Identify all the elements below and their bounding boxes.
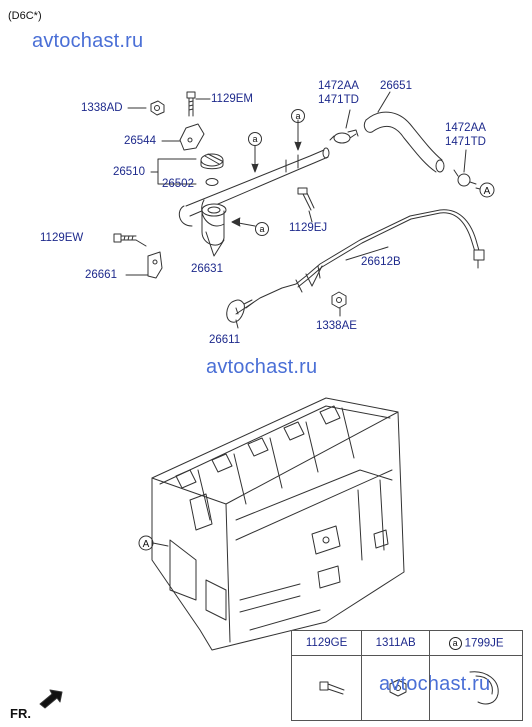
parts-table-cell xyxy=(290,655,363,721)
dipstick-handle xyxy=(226,299,255,323)
callout-1338ad: 1338AD xyxy=(81,102,123,114)
parts-table-header: 1129GE xyxy=(290,630,363,656)
ref-letter: a xyxy=(295,111,300,121)
callout-26544: 26544 xyxy=(124,135,156,147)
dipstick-tube xyxy=(178,147,330,227)
oil-filler-cap xyxy=(200,153,224,170)
engine-block xyxy=(151,397,405,651)
callout-26611: 26611 xyxy=(209,334,241,346)
bolt-1129em xyxy=(186,91,196,117)
ref-circle-a xyxy=(255,222,269,236)
bolt-1129ew xyxy=(113,233,137,243)
callout-1129ew: 1129EW xyxy=(40,232,84,244)
ref-circle-a xyxy=(248,132,262,146)
callout-26502: 26502 xyxy=(162,178,194,190)
hose-clamp-lower xyxy=(453,169,477,187)
bracket-26661 xyxy=(147,251,163,279)
parts-table-header-label: 1799JE xyxy=(464,637,504,650)
ref-circle-a xyxy=(291,109,305,123)
ref-letter: A xyxy=(143,539,150,550)
callout-1471td: 1471TD xyxy=(445,136,486,148)
parts-table-cell xyxy=(429,655,523,721)
ref-letter: a xyxy=(252,134,257,144)
ref-letter: A xyxy=(484,186,491,197)
watermark: avtochast.ru xyxy=(206,356,318,378)
dipstick xyxy=(235,209,485,315)
o-ring xyxy=(205,178,219,186)
direction-arrow xyxy=(231,119,302,227)
parts-table-cell xyxy=(361,655,431,721)
callout-1472aa: 1472AA xyxy=(445,122,486,134)
breather-cap xyxy=(201,203,227,257)
parts-table-header: 1311AB xyxy=(361,630,431,656)
callout-1472aa: 1472AA xyxy=(318,80,359,92)
callout-26651: 26651 xyxy=(380,80,412,92)
callout-1338ae: 1338AE xyxy=(316,320,357,332)
callout-26661: 26661 xyxy=(85,269,117,281)
callout-26631: 26631 xyxy=(191,263,223,275)
front-label: FR. xyxy=(10,706,31,721)
ref-letter: a xyxy=(259,224,264,234)
model-code: (D6C*) xyxy=(8,10,42,22)
callout-1129ej: 1129EJ xyxy=(289,222,328,234)
ref-circle-A xyxy=(479,182,495,198)
hose-clamp-upper xyxy=(329,129,359,144)
nut-1338ad xyxy=(150,100,165,116)
front-direction-arrow xyxy=(39,689,63,709)
watermark: avtochast.ru xyxy=(32,30,144,52)
callout-1129em: 1129EM xyxy=(211,93,253,105)
breather-hose xyxy=(363,111,445,173)
nut-1338ae xyxy=(331,291,347,309)
bracket-26544 xyxy=(179,123,205,151)
ref-circle-a: a xyxy=(448,636,462,650)
bolt-1129ej xyxy=(297,187,315,211)
callout-26510: 26510 xyxy=(113,166,145,178)
callout-1471td: 1471TD xyxy=(318,94,359,106)
callout-26612b: 26612B xyxy=(361,256,401,268)
